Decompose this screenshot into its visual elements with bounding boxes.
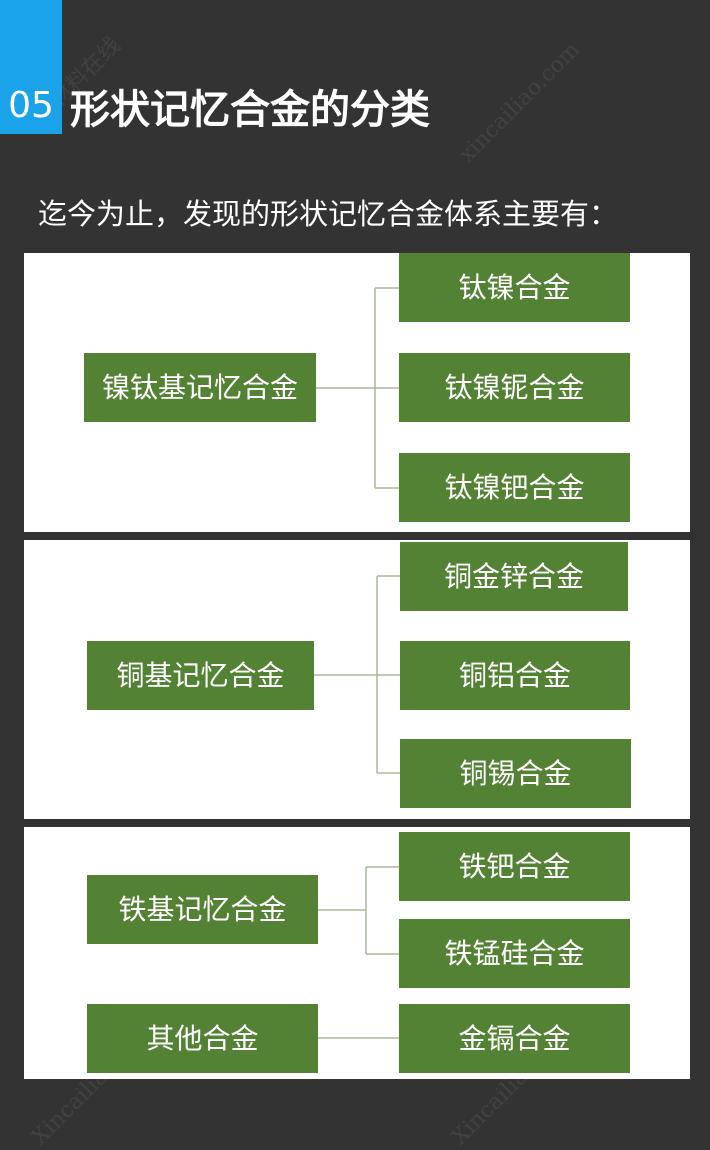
category-panel-niti: 镍钛基记忆合金 钛镍合金 钛镍铌合金 钛镍钯合金 (24, 253, 690, 532)
alloy-node: 铜铝合金 (400, 641, 630, 710)
watermark-top-url: xincailiao.com (454, 37, 586, 168)
alloy-node: 铜锡合金 (400, 739, 631, 808)
category-node: 其他合金 (87, 1004, 318, 1073)
intro-text: 迄今为止，发现的形状记忆合金体系主要有： (38, 197, 619, 231)
section-badge: 05 (0, 0, 62, 134)
page-title: 形状记忆合金的分类 (70, 87, 430, 133)
category-node: 铁基记忆合金 (87, 875, 318, 944)
section-number: 05 (8, 85, 54, 126)
category-panel-copper: 铜基记忆合金 铜金锌合金 铜铝合金 铜锡合金 (24, 540, 690, 819)
category-node: 铜基记忆合金 (87, 641, 314, 710)
alloy-node: 铁钯合金 (399, 832, 630, 901)
alloy-node: 钛镍钯合金 (399, 453, 630, 522)
connector-lines (314, 575, 400, 774)
alloy-node: 钛镍合金 (399, 253, 630, 322)
category-panel-iron-other: 铁基记忆合金 铁钯合金 铁锰硅合金 其他合金 金镉合金 (24, 827, 690, 1079)
category-node: 镍钛基记忆合金 (84, 353, 316, 422)
connector-lines (316, 287, 399, 489)
alloy-node: 钛镍铌合金 (399, 353, 630, 422)
alloy-node: 铁锰硅合金 (399, 919, 630, 988)
connector-lines (318, 866, 399, 1039)
alloy-node: 铜金锌合金 (400, 542, 628, 611)
alloy-node: 金镉合金 (399, 1004, 630, 1073)
